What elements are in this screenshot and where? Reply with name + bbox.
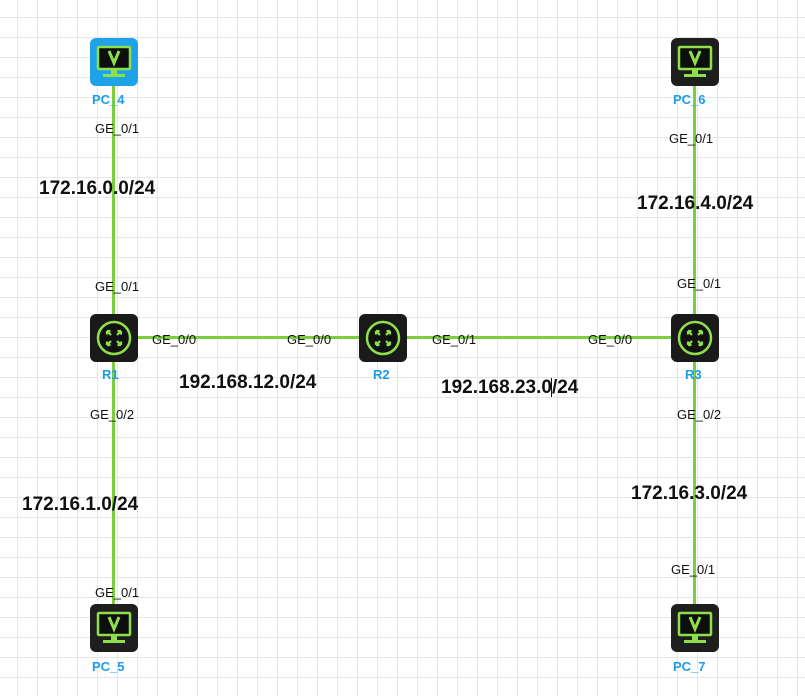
port-label-r2-left: GE_0/0 [287, 332, 332, 347]
port-label-pc5: GE_0/1 [95, 585, 140, 600]
link-r1-r2[interactable] [136, 336, 359, 339]
r1-name: R1 [102, 367, 119, 382]
link-pc6-r3[interactable] [693, 86, 696, 314]
r3-device[interactable] [671, 314, 719, 362]
subnet-label-pc4-r1: 172.16.0.0/24 [39, 178, 156, 199]
pc-monitor-icon [96, 611, 132, 643]
link-r1-pc5[interactable] [112, 362, 115, 606]
r2-device[interactable] [359, 314, 407, 362]
subnet-label-r1-r2: 192.168.12.0/24 [179, 372, 317, 393]
router-icon [365, 320, 401, 356]
link-pc4-r1[interactable] [112, 86, 115, 316]
router-icon [677, 320, 713, 356]
pc-monitor-icon [96, 45, 132, 77]
pc4-device[interactable] [90, 38, 138, 86]
pc6-name: PC_6 [673, 92, 706, 107]
pc-monitor-icon [677, 45, 713, 77]
subnet-label-r1-pc5: 172.16.1.0/24 [22, 494, 139, 515]
r2-name: R2 [373, 367, 390, 382]
text-cursor [551, 378, 552, 397]
port-label-r3-top: GE_0/1 [677, 276, 722, 291]
pc6-device[interactable] [671, 38, 719, 86]
link-r3-pc7[interactable] [693, 362, 696, 606]
port-label-pc7: GE_0/1 [671, 562, 716, 577]
r1-device[interactable] [90, 314, 138, 362]
port-label-r1-right: GE_0/0 [152, 332, 197, 347]
port-label-r1-bottom: GE_0/2 [90, 407, 135, 422]
port-label-r3-left: GE_0/0 [588, 332, 633, 347]
pc7-name: PC_7 [673, 659, 706, 674]
r3-name: R3 [685, 367, 702, 382]
pc4-name: PC_4 [92, 92, 125, 107]
pc5-device[interactable] [90, 604, 138, 652]
subnet-label-r3-pc7: 172.16.3.0/24 [631, 483, 748, 504]
pc-monitor-icon [677, 611, 713, 643]
link-r2-r3[interactable] [405, 336, 671, 339]
router-icon [96, 320, 132, 356]
port-label-pc6: GE_0/1 [669, 131, 714, 146]
port-label-r3-bottom: GE_0/2 [677, 407, 722, 422]
port-label-r1-top: GE_0/1 [95, 279, 140, 294]
subnet-label-r2-r3[interactable]: 192.168.23.0/24 [441, 377, 579, 398]
port-label-r2-right: GE_0/1 [432, 332, 477, 347]
pc7-device[interactable] [671, 604, 719, 652]
subnet-label-pc6-r3: 172.16.4.0/24 [637, 193, 754, 214]
port-label-pc4: GE_0/1 [95, 121, 140, 136]
pc5-name: PC_5 [92, 659, 125, 674]
